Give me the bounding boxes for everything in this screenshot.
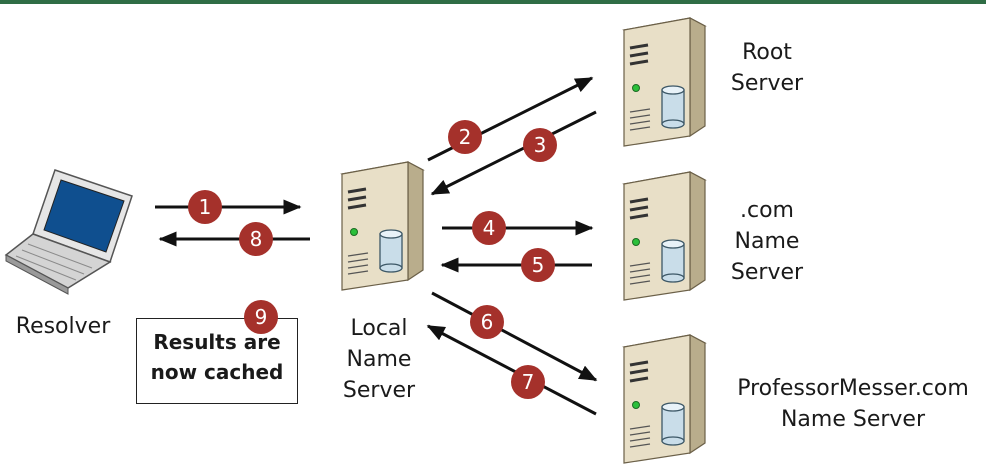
step-badge-7: 7 (511, 365, 545, 399)
cache-note-text: Results are now cached (150, 330, 284, 384)
step-badge-2: 2 (448, 120, 482, 154)
laptop-icon (4, 169, 133, 295)
server-icon (622, 170, 707, 302)
com-name-server-label: .com Name Server (730, 198, 804, 285)
resolver-label: Resolver (15, 314, 111, 339)
step-badge-5: 5 (521, 248, 555, 282)
local-name-server-label: Local Name Server (342, 316, 416, 403)
arrow-step-7 (426, 324, 597, 416)
cache-note-box: Results are now cached (136, 318, 298, 404)
svg-text:4: 4 (483, 216, 496, 240)
server-icon (622, 16, 707, 148)
step-badge-1: 1 (188, 190, 222, 224)
step-badge-3: 3 (523, 128, 557, 162)
svg-text:3: 3 (534, 133, 547, 157)
svg-text:7: 7 (522, 370, 535, 394)
svg-text:9: 9 (255, 305, 268, 329)
svg-text:1: 1 (199, 195, 212, 219)
step-badge-4: 4 (472, 211, 506, 245)
professormesser-name-server-label: ProfessorMesser.com Name Server (737, 376, 969, 432)
step-badge-9: 9 (244, 300, 278, 334)
svg-text:8: 8 (250, 227, 263, 251)
step-badge-6: 6 (470, 305, 504, 339)
arrow-step-6 (431, 291, 598, 382)
svg-text:6: 6 (481, 310, 494, 334)
server-icon (340, 160, 425, 292)
svg-text:5: 5 (532, 253, 545, 277)
arrow-step-3 (430, 110, 597, 196)
step-badge-8: 8 (239, 222, 273, 256)
top-accent-bar (0, 0, 986, 4)
root-server-label: Root Server (730, 40, 804, 96)
server-icon (622, 333, 707, 465)
svg-text:2: 2 (459, 125, 472, 149)
